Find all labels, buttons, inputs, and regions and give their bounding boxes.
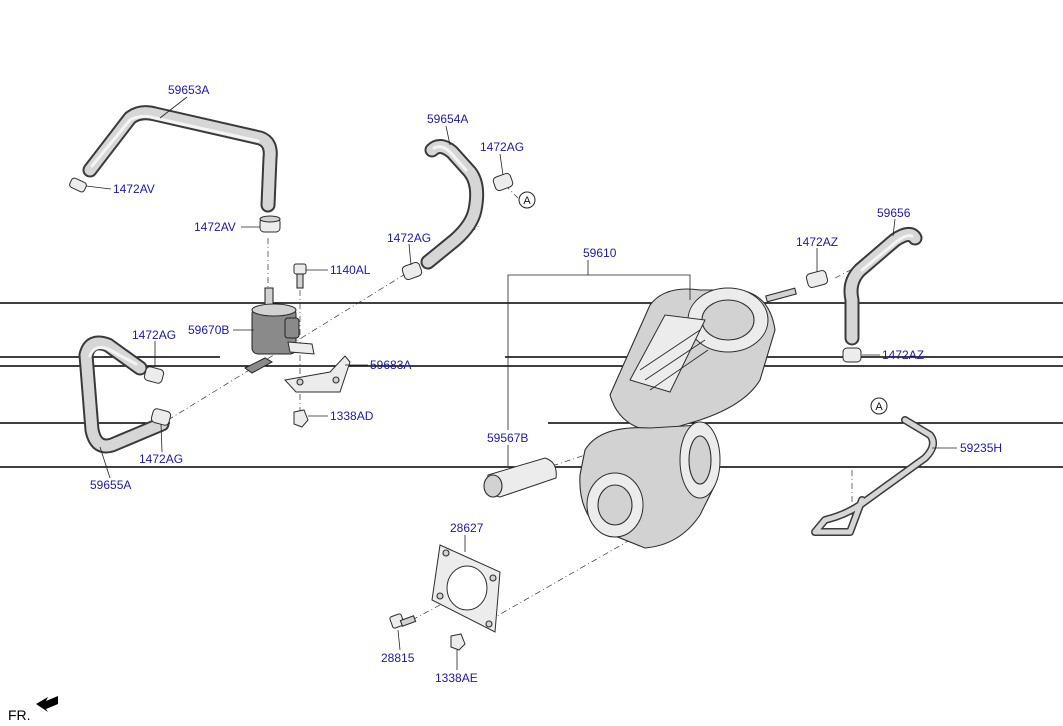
bolt-28815[interactable] bbox=[389, 613, 417, 629]
label-59656[interactable]: 59656 bbox=[877, 206, 911, 220]
front-arrow-icon bbox=[36, 696, 58, 712]
nut-1338AE[interactable] bbox=[450, 633, 466, 651]
label-1472AG-mid[interactable]: 1472AG bbox=[387, 231, 431, 245]
label-59655A[interactable]: 59655A bbox=[90, 478, 131, 492]
label-28815[interactable]: 28815 bbox=[381, 651, 415, 665]
hose-59654A[interactable] bbox=[420, 139, 485, 270]
label-59653A[interactable]: 59653A bbox=[168, 83, 209, 97]
assembly-centerlines bbox=[167, 184, 871, 621]
egr-valve-housing[interactable] bbox=[579, 421, 721, 549]
solenoid-valve-59670B[interactable] bbox=[244, 287, 315, 374]
egr-cooler-59610[interactable] bbox=[609, 287, 797, 433]
bracket-59683A[interactable] bbox=[284, 355, 351, 393]
label-59567B[interactable]: 59567B bbox=[487, 431, 528, 445]
clamp-1472AV-mid[interactable] bbox=[259, 215, 281, 233]
sensor-59567B[interactable] bbox=[483, 457, 557, 498]
label-1472AZ-bottom[interactable]: 1472AZ bbox=[882, 348, 924, 362]
hose-59655A[interactable] bbox=[78, 335, 170, 454]
callout-a-right[interactable]: A bbox=[870, 397, 888, 415]
label-1472AV-mid[interactable]: 1472AV bbox=[194, 220, 236, 234]
hose-59653A[interactable] bbox=[82, 105, 278, 213]
label-1472AZ-top[interactable]: 1472AZ bbox=[796, 235, 838, 249]
hose-59656[interactable] bbox=[843, 227, 923, 346]
part-labels: 59653A 1472AV 1472AV 59654A 1472AG 1472A… bbox=[90, 83, 1002, 685]
label-1338AE[interactable]: 1338AE bbox=[435, 671, 478, 685]
clamp-1472AV-top[interactable] bbox=[69, 177, 88, 193]
pipe-59235H[interactable] bbox=[811, 416, 938, 536]
bolt-1140AL[interactable] bbox=[293, 263, 307, 289]
clamp-1472AZ-top[interactable] bbox=[805, 270, 829, 289]
label-1472AG-left[interactable]: 1472AG bbox=[132, 328, 176, 342]
label-59610[interactable]: 59610 bbox=[583, 246, 617, 260]
label-1338AD[interactable]: 1338AD bbox=[330, 409, 374, 423]
label-59670B[interactable]: 59670B bbox=[188, 323, 229, 337]
svg-text:A: A bbox=[875, 401, 883, 413]
leader-lines bbox=[85, 96, 957, 670]
front-orientation-marker: FR. bbox=[8, 696, 58, 723]
label-1472AG-bottom[interactable]: 1472AG bbox=[139, 452, 183, 466]
label-59683A[interactable]: 59683A bbox=[370, 358, 411, 372]
clamp-1472AG-bottom[interactable] bbox=[150, 408, 172, 426]
callout-a-top[interactable]: A bbox=[518, 191, 536, 209]
clamp-1472AG-left[interactable] bbox=[143, 366, 165, 384]
clamp-1472AZ-bottom[interactable] bbox=[842, 347, 862, 363]
label-59235H[interactable]: 59235H bbox=[960, 441, 1002, 455]
label-1472AV-top[interactable]: 1472AV bbox=[113, 182, 155, 196]
label-1472AG-top[interactable]: 1472AG bbox=[480, 140, 524, 154]
nut-1338AD[interactable] bbox=[293, 409, 309, 428]
front-label: FR. bbox=[8, 707, 31, 723]
label-1140AL[interactable]: 1140AL bbox=[330, 263, 371, 277]
label-59654A[interactable]: 59654A bbox=[427, 112, 468, 126]
clamp-1472AG-top[interactable] bbox=[492, 172, 514, 192]
clamp-1472AG-mid[interactable] bbox=[401, 261, 423, 281]
label-28627[interactable]: 28627 bbox=[450, 521, 484, 535]
gasket-28627[interactable] bbox=[431, 544, 501, 633]
svg-text:A: A bbox=[523, 195, 531, 207]
